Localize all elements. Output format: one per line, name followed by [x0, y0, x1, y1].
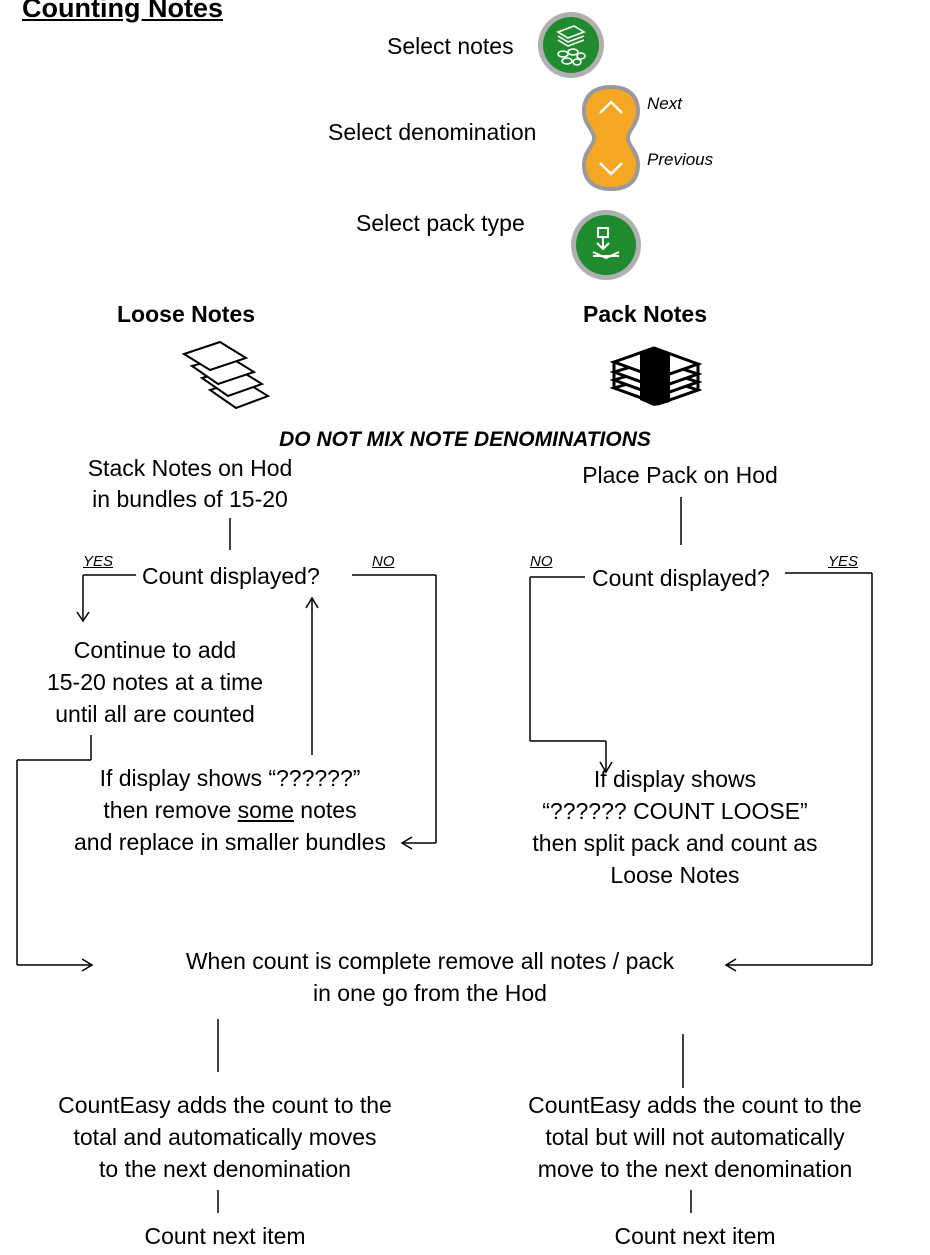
stack-bundles-text: in bundles of 15-20: [92, 486, 288, 512]
select-pack-type-label: Select pack type: [356, 210, 525, 236]
chevron-down-icon: [599, 162, 623, 176]
select-notes-button[interactable]: [536, 10, 606, 80]
place-pack-text: Place Pack on Hod: [582, 462, 778, 488]
right-if-text-4: Loose Notes: [610, 862, 740, 888]
result-left-3: to the next denomination: [99, 1156, 351, 1182]
continue-text-1: Continue to add: [73, 637, 237, 663]
result-right-1: CountEasy adds the count to the: [528, 1092, 862, 1118]
right-if-text-1: If display shows: [593, 766, 757, 792]
select-pack-type-button[interactable]: [569, 208, 643, 282]
left-no-label: NO: [372, 553, 395, 570]
select-denomination-label: Select denomination: [328, 119, 537, 145]
result-left-1: CountEasy adds the count to the: [58, 1092, 392, 1118]
loose-notes-icon: [181, 340, 271, 410]
left-count-displayed: Count displayed?: [142, 563, 320, 589]
page-title: Counting Notes: [22, 0, 223, 23]
right-if-text-2: “?????? COUNT LOOSE”: [542, 798, 808, 824]
loose-notes-heading: Loose Notes: [117, 301, 256, 327]
right-if-text-3: then split pack and count as: [532, 830, 818, 856]
stack-notes-text: Stack Notes on Hod: [87, 455, 293, 481]
right-no-label: NO: [530, 553, 553, 570]
left-if-text-3: and replace in smaller bundles: [74, 829, 386, 855]
result-left-next: Count next item: [144, 1223, 306, 1249]
select-notes-label: Select notes: [387, 33, 514, 59]
chevron-up-icon: [599, 100, 623, 114]
pack-type-icon: [592, 227, 620, 260]
continue-text-2: 15-20 notes at a time: [46, 669, 264, 695]
pack-notes-heading: Pack Notes: [583, 301, 708, 327]
left-if-text-2: then remove some notes: [103, 797, 357, 823]
left-yes-label: YES: [83, 553, 114, 570]
complete-text-1: When count is complete remove all notes …: [185, 948, 675, 974]
denomination-rocker[interactable]: [580, 83, 642, 193]
next-label: Next: [647, 94, 682, 113]
notes-stack-icon: [556, 25, 586, 66]
result-right-2: total but will not automatically: [545, 1124, 845, 1150]
result-left-2: total and automatically moves: [73, 1124, 377, 1150]
result-right-3: move to the next denomination: [537, 1156, 853, 1182]
right-yes-label: YES: [828, 553, 859, 570]
result-right-next: Count next item: [614, 1223, 776, 1249]
previous-label: Previous: [647, 150, 714, 169]
mix-warning: DO NOT MIX NOTE DENOMINATIONS: [279, 428, 651, 451]
continue-text-3: until all are counted: [55, 701, 255, 727]
pack-notes-icon: [610, 346, 702, 406]
right-count-displayed: Count displayed?: [592, 565, 770, 591]
complete-text-2: in one go from the Hod: [313, 980, 547, 1006]
left-if-text-1: If display shows “??????”: [99, 765, 361, 791]
